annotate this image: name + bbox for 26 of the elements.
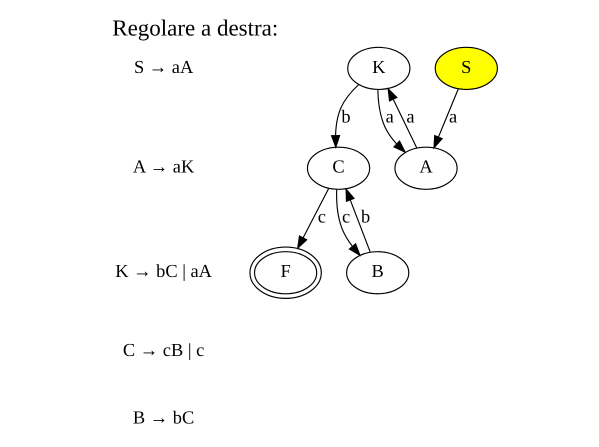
node-ellipse: A	[394, 146, 458, 190]
label: S → aA	[133, 56, 193, 77]
diagram-title: Regolare a destra:	[112, 14, 278, 41]
label: A → aK	[132, 156, 194, 177]
edge-label: c	[341, 206, 350, 227]
edge-label: c	[317, 206, 326, 227]
arrow	[344, 187, 370, 252]
arrow	[296, 188, 329, 250]
node-ellipse: C	[306, 146, 370, 190]
arrow	[330, 84, 359, 149]
arrow	[336, 190, 361, 257]
label: K → bC | aA	[114, 261, 212, 282]
node-ellipse: F	[248, 246, 322, 299]
arrow	[432, 89, 458, 150]
arrow	[386, 87, 417, 148]
arrow	[376, 90, 406, 154]
node-ellipse: K	[346, 46, 410, 90]
edge-label: a	[385, 106, 394, 127]
label: C → cB | c	[122, 340, 204, 360]
label: B → bC	[132, 408, 194, 428]
edge-label: a	[406, 106, 414, 127]
node-ellipse: B	[346, 251, 409, 294]
edge-label: a	[448, 106, 457, 127]
edge-label: b	[360, 206, 370, 227]
edge-label: b	[340, 106, 350, 127]
node-ellipse: S	[434, 46, 498, 90]
